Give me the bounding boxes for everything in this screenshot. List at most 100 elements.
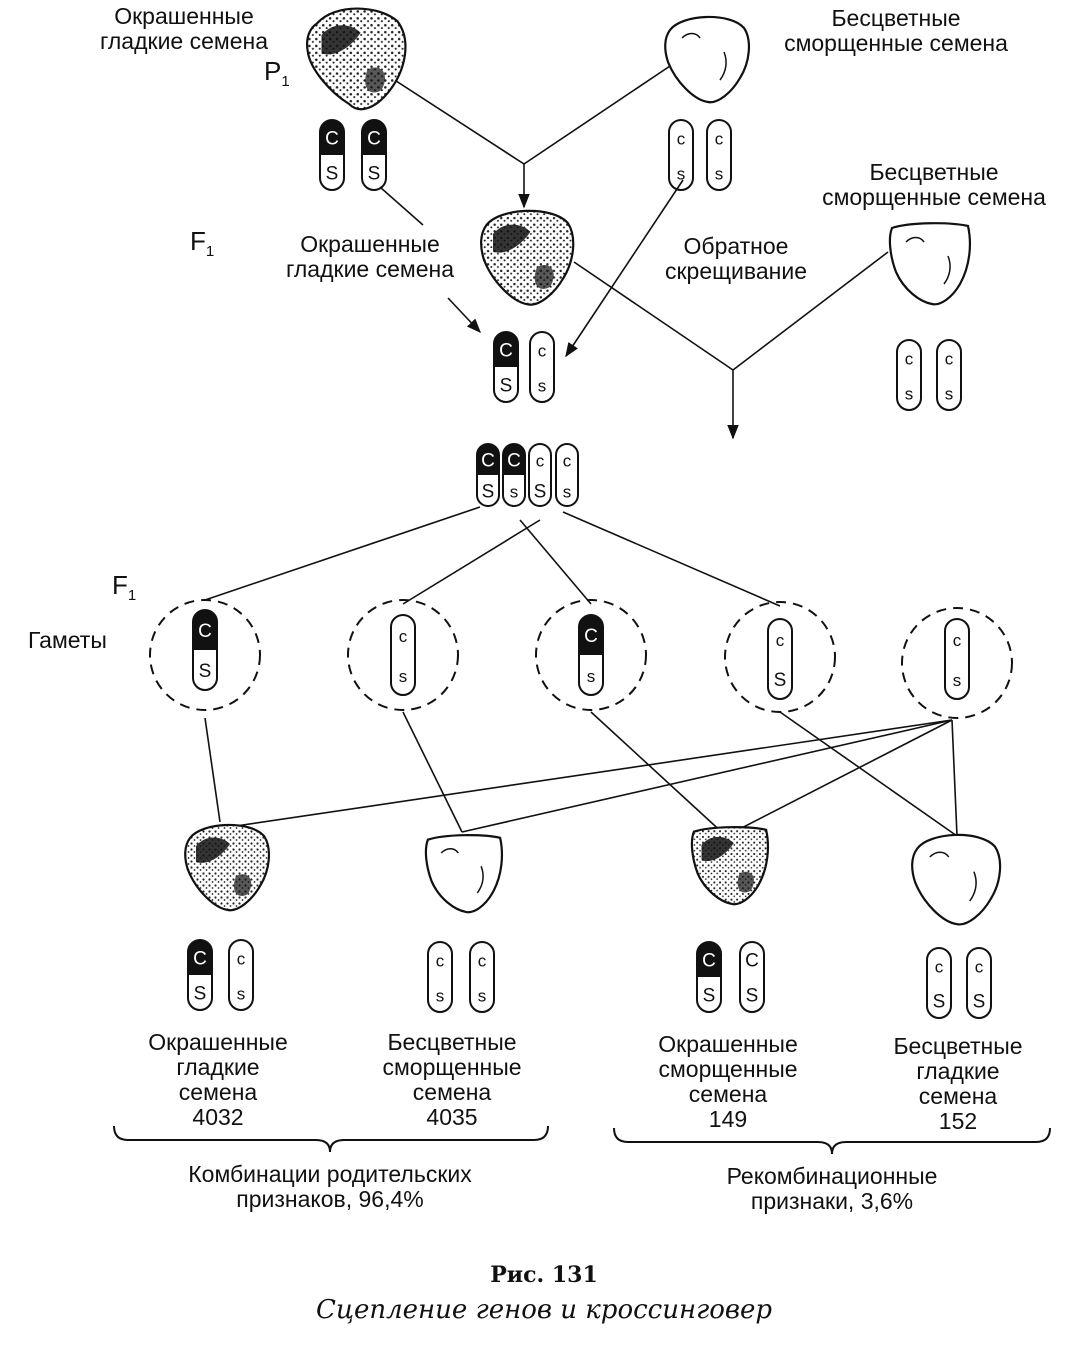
- dark-segment: [503, 444, 525, 475]
- group-braces: [113, 1125, 1051, 1155]
- allele-bottom: S: [534, 482, 547, 503]
- dark-segment: [362, 120, 386, 155]
- allele-bottom: s: [587, 667, 596, 686]
- gamete-circle: [149, 599, 261, 711]
- connector-line: [951, 719, 958, 837]
- allele-bottom: S: [746, 986, 759, 1007]
- chromosome-outline: [706, 119, 732, 191]
- connector-line: [402, 711, 463, 833]
- generation-f1: F1: [190, 226, 215, 260]
- chromosome-outline: [187, 939, 213, 1011]
- chromosome: Cs: [502, 443, 526, 507]
- allele-top: c: [478, 952, 487, 971]
- chromosome: cs: [936, 339, 962, 411]
- chromosome-outline: [493, 331, 519, 403]
- colorless-seed: [888, 222, 971, 306]
- colored-seed: [690, 826, 769, 906]
- chromosome: cs: [469, 941, 495, 1013]
- allele-top: C: [702, 951, 716, 972]
- seed-shadow: [701, 836, 734, 862]
- chromosome-outline: [427, 941, 453, 1013]
- allele-bottom: s: [399, 667, 408, 686]
- allele-bottom: s: [945, 385, 954, 404]
- generation-p1: P1: [264, 56, 290, 90]
- seed-body: [306, 7, 407, 111]
- brace: [613, 1127, 1051, 1155]
- gametes-label: Гаметы: [28, 627, 107, 653]
- seed-wrinkle: [929, 851, 950, 858]
- brace: [113, 1125, 549, 1153]
- allele-bottom: s: [237, 985, 246, 1004]
- allele-top: c: [776, 631, 785, 650]
- colored-seed: [184, 823, 270, 912]
- seeds-layer: [184, 7, 1002, 926]
- colored-seed: [480, 209, 575, 306]
- allele-top: c: [975, 958, 984, 977]
- allele-top: C: [193, 949, 207, 970]
- connector-line: [379, 186, 424, 226]
- dark-segment: [320, 120, 344, 155]
- seed-shadow: [321, 25, 361, 55]
- chromosomes-layer: CSCScscsCScscscsCSCscScsCScsCscScsCScscs…: [187, 119, 992, 1019]
- connector-line: [779, 711, 958, 837]
- chromosome: cs: [427, 941, 453, 1013]
- seed-shadow: [493, 224, 531, 253]
- seed-body: [480, 209, 575, 306]
- allele-top: C: [499, 341, 513, 362]
- allele-bottom: s: [478, 987, 487, 1006]
- connector-line: [565, 179, 684, 358]
- allele-bottom: S: [933, 992, 946, 1013]
- allele-bottom: s: [538, 377, 547, 396]
- gamete-circle: [901, 607, 1013, 719]
- allele-bottom: s: [677, 165, 686, 184]
- allele-bottom: S: [482, 482, 495, 503]
- allele-top: c: [905, 350, 914, 369]
- seed-body: [664, 15, 750, 104]
- dark-segment: [494, 332, 518, 367]
- connector-line: [725, 719, 953, 837]
- allele-bottom: S: [703, 986, 716, 1007]
- allele-bottom: s: [905, 385, 914, 404]
- chromosome: cs: [529, 331, 555, 403]
- seed-wrinkle: [719, 51, 727, 81]
- connector-line: [590, 711, 727, 837]
- allele-bottom: s: [563, 483, 572, 502]
- seed-shadow: [737, 871, 754, 893]
- connector-line: [204, 506, 481, 601]
- chromosome-outline: [555, 443, 579, 507]
- allele-bottom: S: [326, 164, 339, 185]
- allele-bottom: S: [368, 164, 381, 185]
- chromosome: CS: [192, 609, 218, 691]
- connector-line: [204, 717, 221, 823]
- chromosome: cs: [390, 614, 416, 696]
- seed-shadow: [365, 67, 386, 93]
- allele-top: C: [507, 451, 521, 472]
- connector-line: [461, 719, 953, 833]
- gamete-circle: [347, 599, 459, 711]
- chromosome-outline: [529, 331, 555, 403]
- allele-top: c: [436, 952, 445, 971]
- allele-bottom: S: [199, 661, 212, 682]
- allele-bottom: S: [774, 670, 787, 691]
- allele-bottom: s: [953, 671, 962, 690]
- allele-top: c: [536, 452, 545, 471]
- chromosome-outline: [944, 618, 970, 700]
- allele-bottom: s: [715, 165, 724, 184]
- allele-top: c: [715, 130, 724, 149]
- seed-body: [911, 833, 1002, 926]
- connector-line: [519, 519, 592, 605]
- chromosome: cs: [668, 119, 694, 191]
- dark-segment: [477, 444, 499, 475]
- chromosome: CS: [493, 331, 519, 403]
- dark-segment: [188, 940, 212, 975]
- allele-top: C: [325, 129, 339, 150]
- seed-wrinkle: [681, 32, 701, 39]
